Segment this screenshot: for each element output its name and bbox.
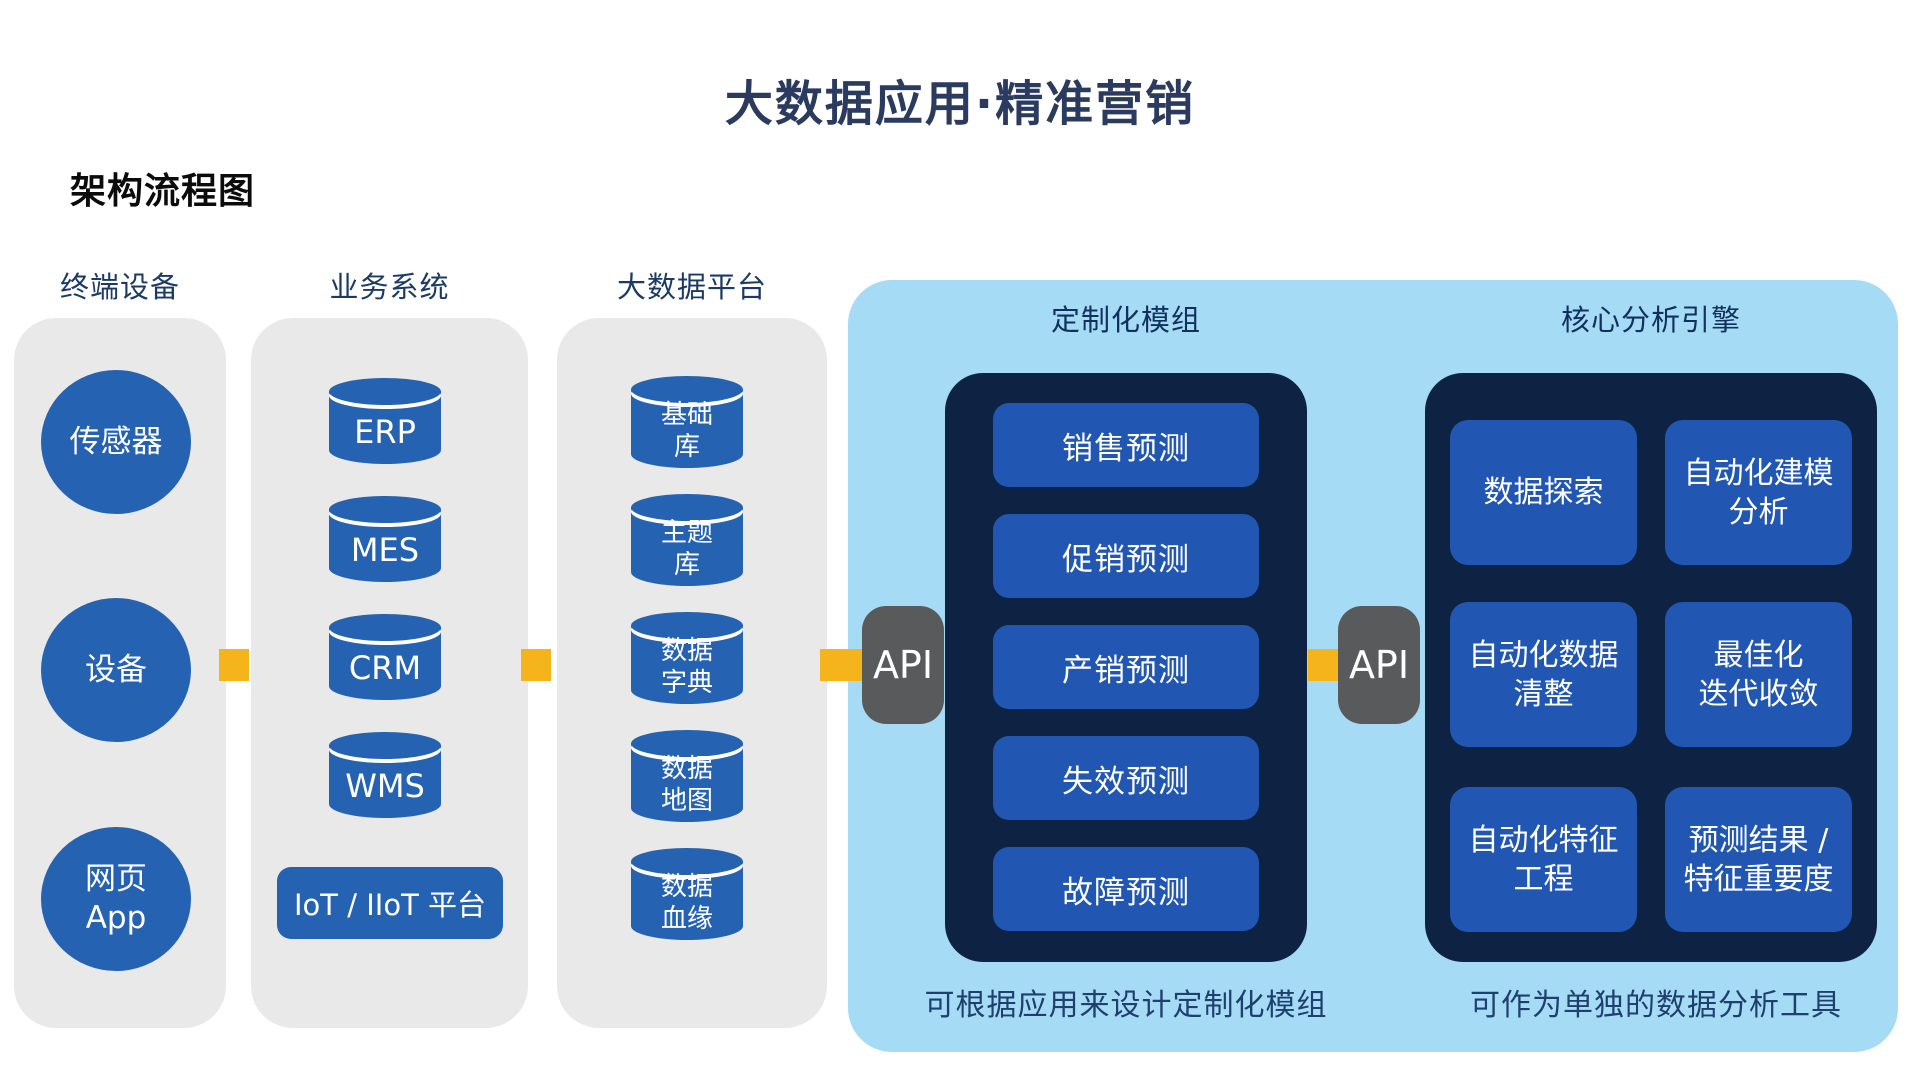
cylinder-label: WMS xyxy=(345,767,425,805)
module-button-failure-forecast: 失效预测 xyxy=(993,736,1259,820)
api-badge-left: API xyxy=(862,606,944,724)
cylinder-top xyxy=(329,496,441,523)
cylinder-label: ERP xyxy=(354,413,416,451)
db-cylinder-erp: ERP xyxy=(329,378,441,464)
cylinder-top xyxy=(329,378,441,405)
db-cylinder-data-lineage: 数据 血缘 xyxy=(631,848,743,940)
cylinder-label: MES xyxy=(350,531,420,569)
webapp-circle: 网页 App xyxy=(41,827,191,971)
connector-yellow-1 xyxy=(219,649,249,681)
iot-platform-pill: IoT / IIoT 平台 xyxy=(277,867,503,939)
cylinder-top xyxy=(329,614,441,641)
cylinder-label: 数据 字典 xyxy=(660,635,713,699)
db-cylinder-mes: MES xyxy=(329,496,441,582)
column-header-big-data-platform: 大数据平台 xyxy=(616,270,767,304)
connector-yellow-4 xyxy=(1308,649,1340,681)
engine-cell-auto-modeling: 自动化建模 分析 xyxy=(1665,420,1852,565)
db-cylinder-data-dictionary: 数据 字典 xyxy=(631,612,743,704)
engine-cell-optimal-iteration: 最佳化 迭代收敛 xyxy=(1665,602,1852,747)
cylinder-label: CRM xyxy=(348,649,422,687)
api-badge-right: API xyxy=(1338,606,1420,724)
connector-yellow-2 xyxy=(521,649,551,681)
module-button-promotion-forecast: 促销预测 xyxy=(993,514,1259,598)
engine-cell-auto-feature-engineering: 自动化特征 工程 xyxy=(1450,787,1637,932)
connector-yellow-3 xyxy=(820,649,866,681)
cylinder-top xyxy=(631,376,743,403)
caption-custom-modules: 可根据应用来设计定制化模组 xyxy=(924,988,1328,1023)
page-title: 大数据应用·精准营销 xyxy=(724,76,1196,132)
column-header-terminal-devices: 终端设备 xyxy=(59,270,180,304)
section-subtitle: 架构流程图 xyxy=(70,171,256,212)
db-cylinder-data-map: 数据 地图 xyxy=(631,730,743,822)
cylinder-label: 数据 地图 xyxy=(660,753,713,817)
engine-cell-auto-data-cleaning: 自动化数据 清整 xyxy=(1450,602,1637,747)
engine-cell-data-exploration: 数据探索 xyxy=(1450,420,1637,565)
cylinder-top xyxy=(631,730,743,757)
column-header-business-systems: 业务系统 xyxy=(329,270,450,304)
cylinder-label: 主题 库 xyxy=(660,517,713,581)
db-cylinder-crm: CRM xyxy=(329,614,441,700)
module-button-fault-forecast: 故障预测 xyxy=(993,847,1259,931)
caption-core-engine: 可作为单独的数据分析工具 xyxy=(1470,988,1842,1023)
cylinder-label: 数据 血缘 xyxy=(660,871,713,935)
cylinder-top xyxy=(631,612,743,639)
cylinder-top xyxy=(631,848,743,875)
panel-header-core-engine: 核心分析引擎 xyxy=(1560,303,1741,337)
panel-header-custom-modules: 定制化模组 xyxy=(1050,303,1201,337)
equipment-circle: 设备 xyxy=(41,598,191,742)
db-cylinder-base-library: 基础 库 xyxy=(631,376,743,468)
cylinder-top xyxy=(329,732,441,759)
module-button-sales-forecast: 销售预测 xyxy=(993,403,1259,487)
db-cylinder-wms: WMS xyxy=(329,732,441,818)
cylinder-top xyxy=(631,494,743,521)
module-button-production-sales-forecast: 产销预测 xyxy=(993,625,1259,709)
db-cylinder-theme-library: 主题 库 xyxy=(631,494,743,586)
engine-cell-prediction-results: 预测结果 / 特征重要度 xyxy=(1665,787,1852,932)
cylinder-label: 基础 库 xyxy=(660,399,713,463)
sensor-circle: 传感器 xyxy=(41,370,191,514)
